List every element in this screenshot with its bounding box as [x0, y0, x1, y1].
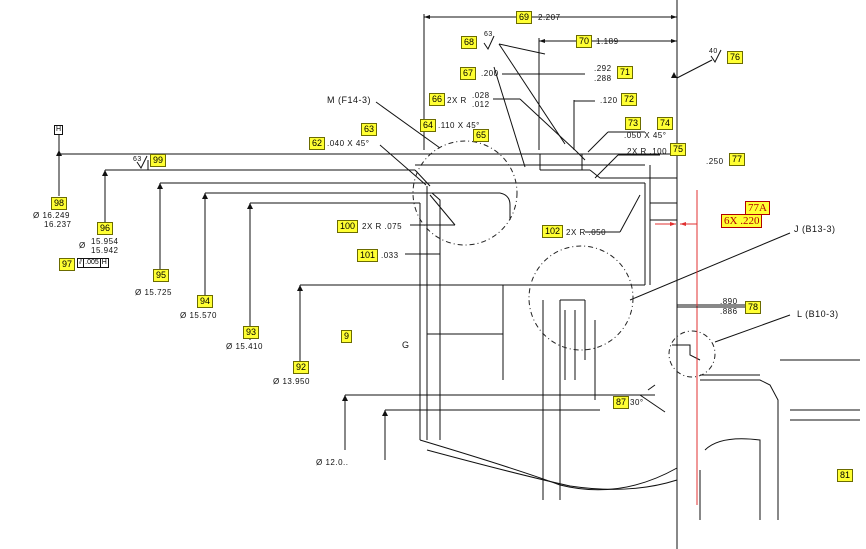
dim-98-lower: 16.237 [44, 220, 72, 229]
gdt-datum: H [100, 258, 109, 268]
view-label-g: G [402, 340, 410, 350]
balloon-93: 93 [243, 326, 260, 339]
dim-74-value: .050 X 45° [624, 131, 667, 140]
dim-95-value: Ø 15.725 [135, 288, 172, 297]
balloon-77a: 77A [745, 201, 770, 215]
balloon-102: 102 [542, 225, 564, 238]
dim-94-value: Ø 15.570 [180, 311, 217, 320]
balloon-99: 99 [150, 154, 167, 167]
balloon-75: 75 [670, 143, 687, 156]
balloon-66: 66 [429, 93, 446, 106]
balloon-64: 64 [420, 119, 437, 132]
dim-101-value: .033 [381, 251, 399, 260]
balloon-81: 81 [837, 469, 854, 482]
balloon-68: 68 [461, 36, 478, 49]
dim-66-prefix: 2X R [447, 96, 467, 105]
dim-77-value: .250 [706, 157, 724, 166]
dim-71-lower: .288 [594, 74, 612, 83]
dim-66-lower: .012 [472, 100, 490, 109]
balloon-73: 73 [625, 117, 642, 130]
view-label-m: M (F14-3) [327, 95, 372, 105]
gdt-frame-97: ⫽ .005 H [77, 258, 109, 268]
balloon-63: 63 [361, 123, 378, 136]
balloon-69: 69 [516, 11, 533, 24]
finish-63-top: 63 [484, 31, 493, 38]
dim-102-value: 2X R .050 [566, 228, 607, 237]
view-label-j: J (B13-3) [794, 224, 836, 234]
dim-87-angle: 30° [630, 398, 644, 407]
dim-96-upper: 15.954 [91, 237, 119, 246]
dim-93-value: Ø 15.410 [226, 342, 263, 351]
dim-71-upper: .292 [594, 64, 612, 73]
balloon-97: 97 [59, 258, 76, 271]
balloon-62: 62 [309, 137, 326, 150]
dim-69-value: 2.207 [538, 13, 561, 22]
balloon-101: 101 [357, 249, 379, 262]
balloon-98: 98 [51, 197, 68, 210]
dim-96-lower: 15.942 [91, 246, 119, 255]
balloon-71: 71 [617, 66, 634, 79]
parallelism-icon: ⫽ [77, 258, 85, 268]
balloon-78: 78 [745, 301, 762, 314]
dim-100-value: 2X R .075 [362, 222, 403, 231]
balloon-95: 95 [153, 269, 170, 282]
dim-64-value: .110 X 45° [438, 121, 480, 130]
balloon-92: 92 [293, 361, 310, 374]
balloon-76: 76 [727, 51, 744, 64]
dim-72-value: .120 [600, 96, 618, 105]
balloon-94: 94 [197, 295, 214, 308]
balloon-74: 74 [657, 117, 674, 130]
view-label-l: L (B10-3) [797, 309, 839, 319]
balloon-6x-220: 6X .220 [721, 214, 763, 228]
dim-67-value: .200 [481, 69, 499, 78]
balloon-100: 100 [337, 220, 359, 233]
balloon-87: 87 [613, 396, 630, 409]
balloon-65: 65 [473, 129, 490, 142]
dim-70-value: 1.189 [596, 37, 619, 46]
balloon-72: 72 [621, 93, 638, 106]
balloon-9: 9 [341, 330, 353, 343]
dim-75-value: 2X R .100 [627, 147, 668, 156]
dim-78-upper: .890 [720, 297, 738, 306]
finish-63-left: 63 [133, 156, 142, 163]
balloon-67: 67 [460, 67, 477, 80]
gdt-tolerance: .005 [84, 258, 101, 268]
dim-62-value: .040 X 45° [327, 139, 370, 148]
dim-12-value: Ø 12.0.. [316, 458, 349, 467]
balloon-96: 96 [97, 222, 114, 235]
dim-66-upper: .028 [472, 91, 490, 100]
finish-40: 40 [709, 48, 718, 55]
dim-92-value: Ø 13.950 [273, 377, 310, 386]
dim-78-lower: .886 [720, 307, 738, 316]
balloon-77: 77 [729, 153, 746, 166]
dim-96-dia: Ø [79, 241, 86, 250]
dim-98-upper: Ø 16.249 [33, 211, 70, 220]
datum-h: H [54, 125, 64, 135]
balloon-70: 70 [576, 35, 593, 48]
